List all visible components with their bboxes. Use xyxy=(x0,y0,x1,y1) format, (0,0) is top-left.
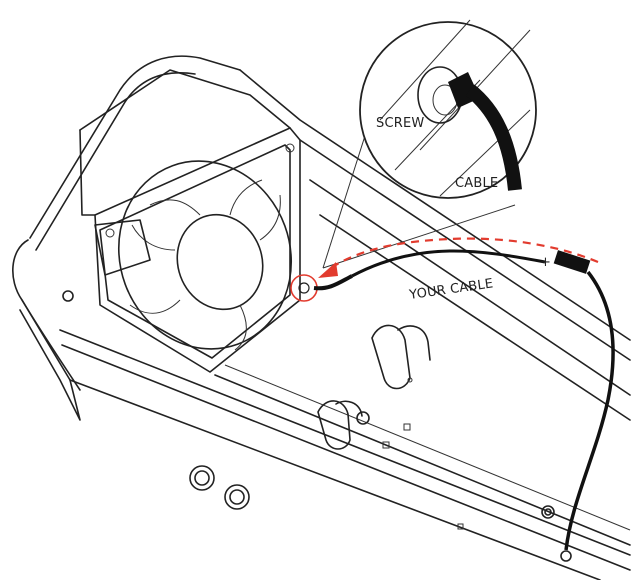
direction-dashed-arrow-icon xyxy=(327,237,599,271)
screw-highlight-icon xyxy=(290,274,318,302)
arrowhead-icon xyxy=(318,262,338,278)
plus-sign: + xyxy=(540,255,551,270)
fan xyxy=(79,69,301,373)
your-cable-label: YOUR CABLE xyxy=(407,276,494,303)
cable-label: CABLE xyxy=(455,176,498,191)
callout-magnifier-icon xyxy=(322,19,537,269)
screw-icon xyxy=(298,282,310,294)
housing xyxy=(12,55,631,580)
your-cable xyxy=(313,249,615,551)
screw-label: SCREW xyxy=(376,116,424,131)
floor-details xyxy=(189,324,572,562)
